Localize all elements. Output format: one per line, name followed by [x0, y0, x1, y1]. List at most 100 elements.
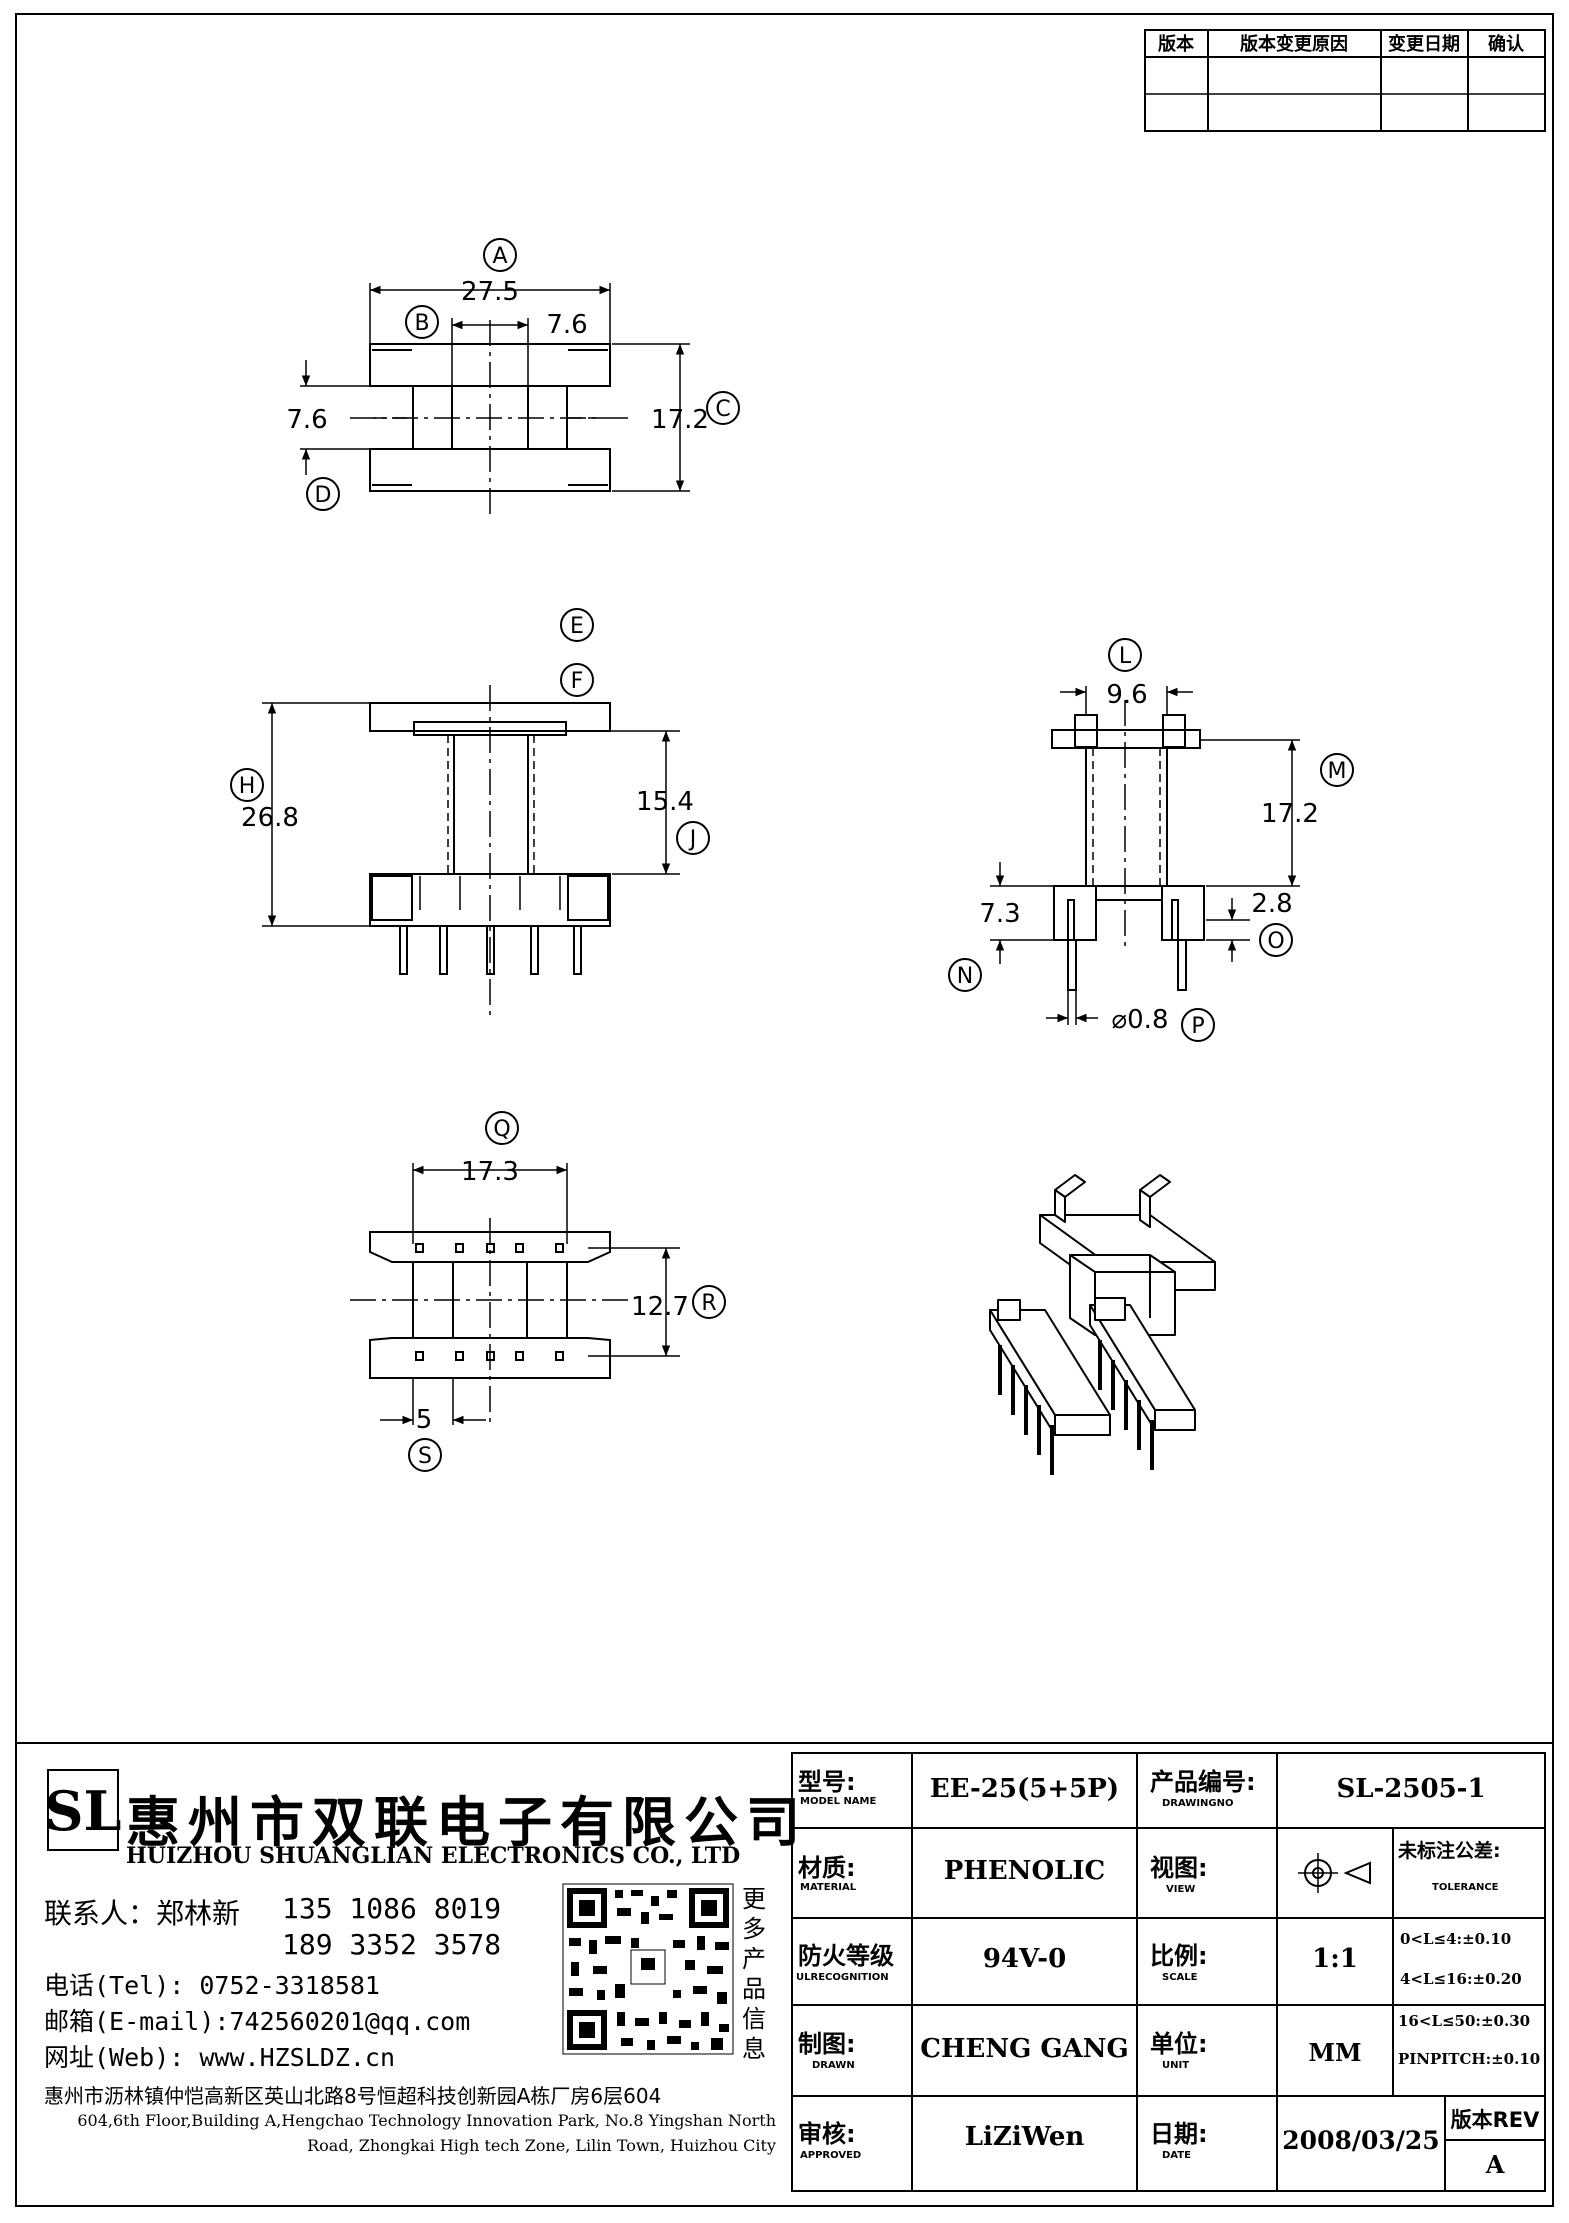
callout-c: C — [715, 397, 730, 422]
sheet-border — [15, 13, 1554, 2207]
drawing-no-label-en: DRAWINGNO — [1162, 1798, 1234, 1809]
contact-web[interactable]: 网址(Web): www.HZSLDZ.cn — [44, 2043, 396, 2072]
callout-r: R — [701, 1291, 716, 1316]
callout-circle-p — [1181, 1008, 1215, 1042]
callout-n: N — [957, 964, 973, 989]
address-cn: 惠州市沥林镇仲恺高新区英山北路8号恒超科技创新园A栋厂房6层604 — [44, 2084, 662, 2108]
qr-code-icon — [562, 1883, 734, 2055]
tolerance-row-4: PINPITCH:±0.10 — [1398, 2050, 1541, 2068]
callout-b: B — [414, 311, 429, 336]
callout-p: P — [1191, 1014, 1204, 1039]
callout-j: J — [688, 827, 697, 852]
revision-table: 版本 版本变更原因 变更日期 确认 — [1144, 29, 1546, 132]
unit-label: 单位: — [1150, 2030, 1208, 2058]
scale-label: 比例: — [1150, 1942, 1208, 1970]
dim-d: 7.6 — [286, 405, 327, 435]
address-en-line1: 604,6th Floor,Building A,Hengchao Techno… — [77, 2111, 776, 2130]
dim-s: 5 — [416, 1405, 433, 1435]
dim-l: 9.6 — [1106, 680, 1147, 710]
company-logo: SL — [45, 1769, 122, 1851]
company-name-cn: 惠州市双联电子有限公司 — [126, 1790, 808, 1854]
material-label-en: MATERIAL — [800, 1882, 857, 1893]
callout-circle-l — [1108, 638, 1142, 672]
tolerance-label: 未标注公差: — [1398, 1840, 1501, 1862]
callout-o: O — [1267, 929, 1284, 954]
callout-circle-r — [692, 1285, 726, 1319]
dim-a: 27.5 — [461, 277, 519, 307]
logo-letters: SL — [45, 1779, 122, 1843]
tolerance-row-3: 16<L≤50:±0.30 — [1398, 2012, 1531, 2030]
callout-e: E — [570, 614, 584, 639]
contact-email[interactable]: 邮箱(E-mail):742560201@qq.com — [44, 2007, 471, 2036]
top-view-annotations: A 27.5 B 7.6 17.2 C 7.6 D — [286, 238, 740, 511]
tolerance-row-2: 4<L≤16:±0.20 — [1400, 1970, 1522, 1988]
contact-phone-1: 135 1086 8019 — [282, 1892, 502, 1925]
callout-q: Q — [493, 1117, 510, 1142]
approved-label-en: APPROVED — [800, 2150, 862, 2161]
scale-label-en: SCALE — [1162, 1972, 1198, 1983]
callout-circle-m — [1320, 753, 1354, 787]
material-value: PHENOLIC — [943, 1856, 1106, 1886]
drawn-label: 制图: — [798, 2030, 856, 2058]
callout-circle-c — [706, 391, 740, 425]
callout-m: M — [1328, 759, 1347, 784]
approved-label: 审核: — [798, 2120, 856, 2148]
callout-h: H — [239, 774, 256, 799]
fire-rating-value: 94V-0 — [982, 1944, 1067, 1974]
callout-l: L — [1119, 644, 1132, 669]
date-value: 2008/03/25 — [1282, 2126, 1440, 2155]
approved-value: LiZiWen — [964, 2122, 1085, 2152]
rev-label: 版本REV — [1450, 2108, 1540, 2132]
callout-circle-s — [408, 1438, 442, 1472]
rev-header-confirm: 确认 — [1488, 33, 1525, 55]
drawn-value: CHENG GANG — [920, 2034, 1129, 2064]
bottom-view — [350, 1163, 680, 1425]
view-label: 视图: — [1150, 1854, 1208, 1882]
dim-p: ⌀0.8 — [1111, 1005, 1168, 1035]
dim-q: 17.3 — [461, 1157, 519, 1187]
callout-circle-b — [405, 305, 439, 339]
dim-n: 7.3 — [979, 899, 1020, 929]
title-block-frame — [16, 1742, 1553, 2192]
bottom-view-annotations: Q 17.3 12.7 R 5 S — [408, 1111, 726, 1472]
tolerance-row-1: 0<L≤4:±0.10 — [1400, 1930, 1512, 1948]
callout-a: A — [492, 244, 507, 269]
material-label: 材质: — [798, 1854, 856, 1882]
rev-header-reason: 版本变更原因 — [1240, 33, 1348, 55]
dim-j: 15.4 — [636, 787, 694, 817]
side-view — [990, 686, 1300, 1025]
callout-circle-e — [560, 608, 594, 642]
tolerance-label-en: TOLERANCE — [1432, 1882, 1499, 1893]
front-view-annotations: E F H 26.8 15.4 J — [230, 608, 710, 855]
scale-value: 1:1 — [1312, 1944, 1358, 1974]
drawn-label-en: DRAWN — [812, 2060, 855, 2071]
callout-f: F — [571, 669, 584, 694]
dim-o: 2.8 — [1251, 889, 1292, 919]
rev-header-version: 版本 — [1158, 33, 1194, 55]
company-name-en: HUIZHOU SHUANGLIAN ELECTRONICS CO., LTD — [126, 1843, 741, 1869]
callout-circle-f — [560, 663, 594, 697]
front-view — [262, 685, 680, 1020]
contact-person: 联系人：郑林新 — [44, 1897, 241, 1930]
fire-rating-label-en: ULRECOGNITION — [796, 1972, 889, 1983]
rev-header-date: 变更日期 — [1388, 33, 1460, 55]
unit-value: MM — [1308, 2038, 1362, 2067]
view-label-en: VIEW — [1166, 1884, 1196, 1895]
callout-circle-n — [948, 958, 982, 992]
callout-s: S — [418, 1444, 432, 1469]
model-label: 型号: — [798, 1768, 856, 1796]
callout-circle-j — [676, 821, 710, 855]
drawing-no-label: 产品编号: — [1150, 1768, 1256, 1796]
callout-circle-a — [483, 238, 517, 272]
top-view — [300, 283, 690, 520]
dim-b: 7.6 — [546, 310, 587, 340]
dim-m: 17.2 — [1261, 799, 1319, 829]
projection-symbol — [1298, 1853, 1371, 1893]
dim-h: 26.8 — [241, 803, 299, 833]
fire-rating-label: 防火等级 — [798, 1942, 894, 1970]
date-label: 日期: — [1150, 2120, 1208, 2148]
dim-r: 12.7 — [631, 1292, 689, 1322]
callout-circle-o — [1259, 923, 1293, 957]
callout-circle-d — [306, 477, 340, 511]
